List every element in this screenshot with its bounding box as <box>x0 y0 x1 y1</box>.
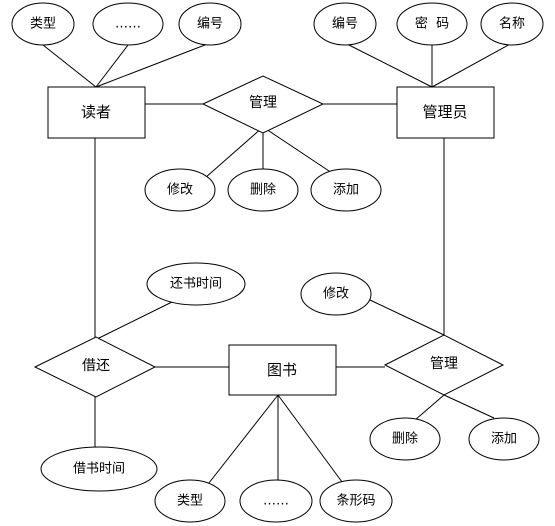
relationship-borrow-return-label: 借还 <box>82 358 110 374</box>
attr-borrow-time-label: 借书时间 <box>73 462 125 477</box>
attr-book-more-label: …… <box>263 494 289 509</box>
attr-reader-type-label: 类型 <box>30 17 56 32</box>
attr-admin-name: 名称 <box>480 2 544 46</box>
line-admin-id <box>344 42 433 88</box>
relationship-manage-book: 管理 <box>383 334 505 396</box>
attr-manage-book-delete-label: 删除 <box>392 432 418 447</box>
line-manage-book-add <box>443 394 495 419</box>
attr-admin-id-label: 编号 <box>332 17 358 32</box>
line-return-time <box>94 299 177 341</box>
relationship-manage-top: 管理 <box>201 75 325 134</box>
attr-manage-book-add-label: 添加 <box>491 432 517 447</box>
attr-manage-book-modify-label: 修改 <box>323 287 349 302</box>
attr-return-time-label: 还书时间 <box>170 277 222 292</box>
attr-manage-book-delete: 删除 <box>369 417 441 461</box>
attr-reader-more: …… <box>92 2 164 46</box>
attr-admin-id: 编号 <box>313 2 377 46</box>
entity-reader-label: 读者 <box>81 103 111 121</box>
attr-admin-password: 密 码 <box>396 2 468 46</box>
line-book-barcode <box>277 394 346 487</box>
attr-manage-top-delete: 删除 <box>227 168 299 212</box>
line-reader-id <box>95 42 211 88</box>
line-book-type <box>204 394 279 489</box>
entity-admin: 管理员 <box>396 86 495 139</box>
attr-manage-top-modify-label: 修改 <box>167 183 193 198</box>
attr-manage-top-delete-label: 删除 <box>250 183 276 198</box>
attr-manage-top-add-label: 添加 <box>333 183 359 198</box>
attr-manage-book-modify: 修改 <box>300 272 372 316</box>
attr-book-type-label: 类型 <box>177 494 203 509</box>
entity-reader: 读者 <box>47 86 146 139</box>
attr-admin-password-label: 密 码 <box>415 16 449 32</box>
connectors <box>42 42 513 489</box>
attr-reader-more-label: …… <box>115 17 141 32</box>
attr-borrow-time: 借书时间 <box>40 446 158 492</box>
line-reader-type <box>42 44 97 88</box>
relationship-manage-top-label: 管理 <box>249 95 277 111</box>
line-manage-book-modify <box>369 299 445 336</box>
attr-book-type: 类型 <box>154 479 226 523</box>
line-manage-modify <box>204 126 264 179</box>
entity-book-label: 图书 <box>267 361 297 379</box>
attr-return-time: 还书时间 <box>146 262 246 306</box>
relationship-manage-book-label: 管理 <box>430 356 458 372</box>
line-admin-name <box>431 42 513 88</box>
attr-reader-id: 编号 <box>178 2 242 46</box>
attr-manage-top-modify: 修改 <box>144 168 216 212</box>
relationship-borrow-return: 借还 <box>33 336 157 398</box>
attr-book-barcode: 条形码 <box>319 479 393 523</box>
line-reader-more <box>95 44 129 88</box>
attr-manage-book-add: 添加 <box>468 417 540 461</box>
attr-manage-top-add: 添加 <box>310 168 382 212</box>
line-manage-book-delete <box>414 394 445 421</box>
entity-admin-label: 管理员 <box>422 103 467 121</box>
entity-book: 图书 <box>228 344 337 396</box>
attr-book-barcode-label: 条形码 <box>336 493 375 509</box>
line-manage-add <box>262 126 333 174</box>
attr-book-more: …… <box>239 479 313 523</box>
attr-reader-id-label: 编号 <box>197 17 223 32</box>
attr-admin-name-label: 名称 <box>499 16 525 32</box>
attr-reader-type: 类型 <box>11 2 75 46</box>
